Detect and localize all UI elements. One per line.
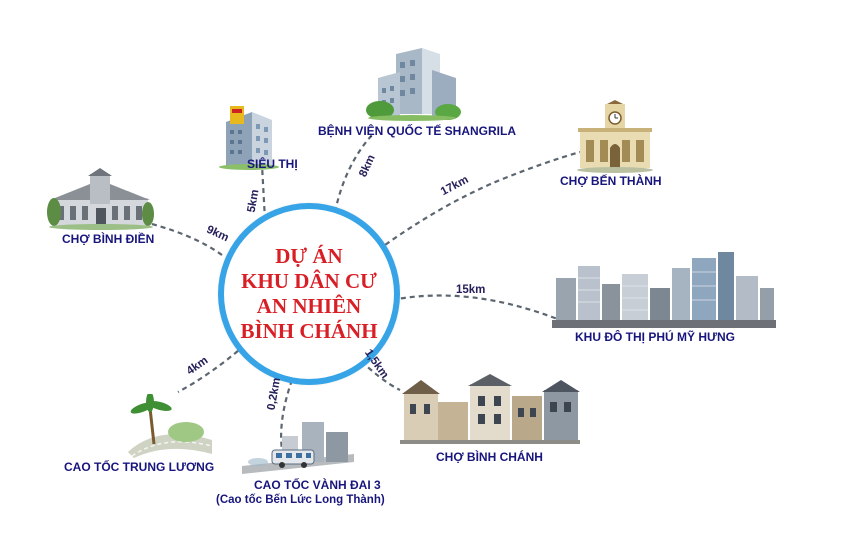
market-building-icon	[47, 168, 154, 230]
city-skyline-icon	[552, 252, 776, 328]
project-title-line-1: DỰ ÁN	[275, 244, 343, 268]
sublabel-cao-toc-vanh-dai-3: (Cao tốc Bến Lức Long Thành)	[216, 494, 385, 506]
project-title-line-3: AN NHIÊN	[256, 294, 362, 318]
label-benh-vien: BỆNH VIỆN QUỐC TẾ SHANGRILA	[318, 124, 517, 138]
link-vanh-dai-3	[280, 379, 294, 451]
link-trung-luong	[177, 344, 246, 393]
link-phu-my-hung	[391, 294, 561, 322]
link-sieu-thi	[260, 164, 267, 221]
bus-highway-icon	[242, 422, 354, 474]
label-cao-toc-vanh-dai-3: CAO TỐC VÀNH ĐAI 3	[254, 478, 381, 492]
label-phu-my-hung: KHU ĐÔ THỊ PHÚ MỸ HƯNG	[575, 330, 735, 344]
townhouses-icon	[400, 374, 580, 444]
link-cho-binh-chanh	[354, 354, 401, 391]
project-title-line-2: KHU DÂN CƯ	[241, 269, 377, 293]
label-sieu-thi: SIÊU THỊ	[247, 157, 298, 171]
link-cho-ben-thanh	[377, 150, 581, 251]
highway-palm-icon	[128, 394, 212, 458]
office-tower-icon	[219, 106, 279, 170]
project-title-line-4: BÌNH CHÁNH	[240, 319, 378, 343]
label-cho-binh-chanh: CHỢ BÌNH CHÁNH	[436, 450, 543, 464]
hospital-buildings-icon	[366, 48, 461, 121]
project-circle: DỰ ÁN KHU DÂN CƯ AN NHIÊN BÌNH CHÁNH	[218, 203, 400, 385]
label-cao-toc-trung-luong: CAO TỐC TRUNG LƯƠNG	[64, 460, 215, 474]
label-cho-ben-thanh: CHỢ BẾN THÀNH	[560, 174, 662, 188]
distance-phu-my-hung: 15km	[456, 284, 486, 296]
link-benh-vien	[333, 134, 373, 213]
label-cho-binh-dien: CHỢ BÌNH ĐIỀN	[62, 232, 155, 246]
clock-tower-market-icon	[577, 100, 653, 173]
